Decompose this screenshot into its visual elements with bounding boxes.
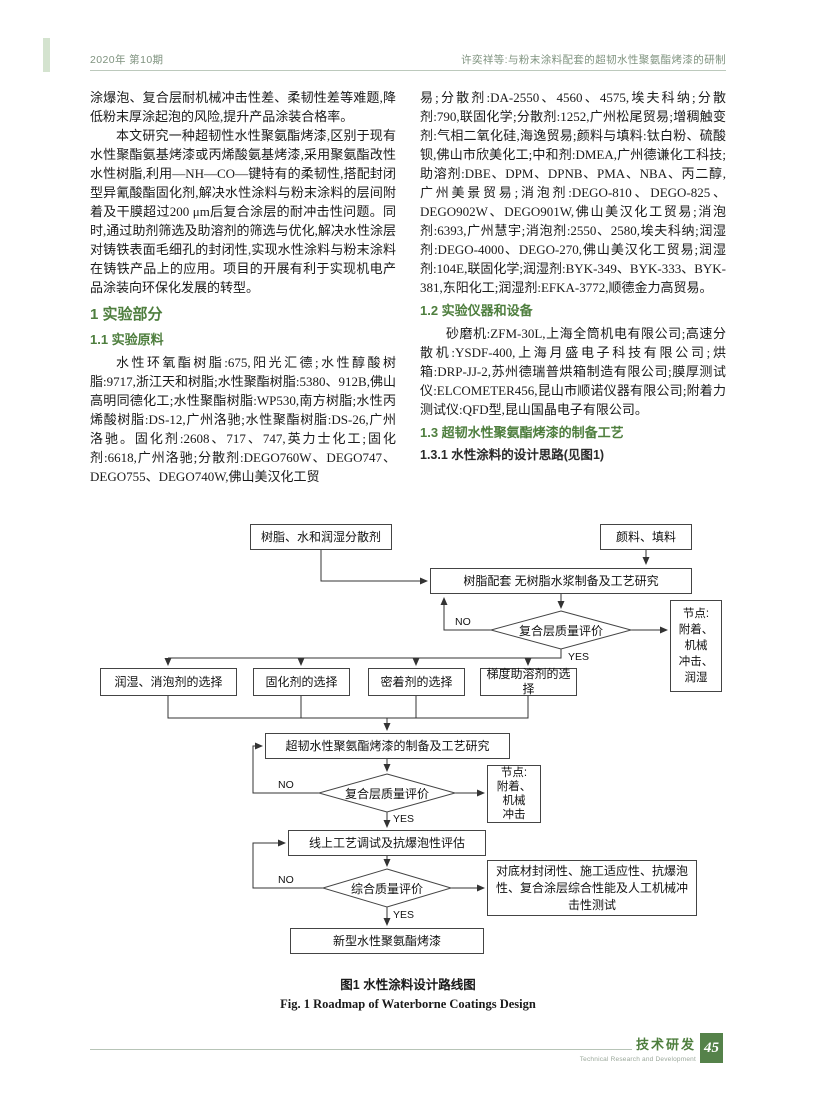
article-body: 涂爆泡、复合层耐机械冲击性差、柔韧性差等难题,降低粉末厚涂起泡的风险,提升产品涂… [90,88,726,520]
paragraph-continuation: 涂爆泡、复合层耐机械冲击性差、柔韧性差等难题,降低粉末厚涂起泡的风险,提升产品涂… [90,90,396,124]
paragraph-raw-materials-cont: 易;分散剂:DA-2550、4560、4575,埃夫科纳;分散剂:790,联固化… [420,90,726,295]
paragraph-instruments: 砂磨机:ZFM-30L,上海全筒机电有限公司;高速分散机:YSDF-400,上海… [420,326,726,417]
figure-caption-en: Fig. 1 Roadmap of Waterborne Coatings De… [280,997,536,1011]
flow-box-select-cosolvent: 梯度助溶剂的选择 [480,667,577,696]
decision-diamond-quality1 [489,610,633,650]
flow-box-select-adhesion: 密着剂的选择 [368,668,465,696]
flow-decision-quality2-label: 复合层质量评价 [344,786,429,801]
flow-box-preparation: 超韧水性聚氨酯烤漆的制备及工艺研究 [265,733,510,759]
section-heading-1-1: 1.1 实验原料 [90,332,164,347]
footer-section-zh: 技术研发 [635,1037,696,1052]
flow-label-no-2: NO [278,779,294,791]
flow-label-no-1: NO [455,616,471,628]
flowchart-figure-1: 树脂、水和润湿分散剂 颜料、填料 树脂配套 无树脂水浆制备及工艺研究 节点: 附… [0,518,816,970]
page-number-badge: 45 [700,1033,723,1063]
flow-box-select-wetting: 润湿、消泡剂的选择 [100,668,237,696]
flow-decision-quality1-label: 复合层质量评价 [518,623,603,638]
paragraph-intro: 本文研究一种超韧性水性聚氨酯烤漆,区别于现有水性聚酯氨基烤漆或丙烯酸氨基烤漆,采… [90,128,396,295]
section-heading-1-2: 1.2 实验仪器和设备 [420,303,533,318]
flow-label-no-3: NO [278,874,294,886]
running-header-title: 许奕祥等:与粉末涂料配套的超韧水性聚氨酯烤漆的研制 [461,54,726,66]
flow-box-final-test: 对底材封闭性、施工适应性、抗爆泡性、复合涂层综合性能及人工机械冲击性测试 [487,860,697,916]
flow-label-yes-3: YES [393,909,415,921]
left-column: 涂爆泡、复合层耐机械冲击性差、柔韧性差等难题,降低粉末厚涂起泡的风险,提升产品涂… [90,88,396,520]
flow-box-materials: 树脂、水和润湿分散剂 [250,524,392,550]
flow-label-yes-1: YES [568,651,590,663]
footer-section-en: Technical Research and Development [579,1056,696,1063]
section-heading-1: 1 实验部分 [90,306,163,323]
decision-diamond-quality3 [321,868,453,908]
paragraph-raw-materials: 水性环氧酯树脂:675,阳光汇德;水性醇酸树脂:9717,浙江天和树脂;水性聚酯… [90,355,396,484]
flow-box-checkpoint-1: 节点: 附着、 机械 冲击、 润湿 [670,600,722,692]
flow-box-checkpoint-2: 节点: 附着、 机械 冲击 [487,765,541,823]
flow-box-select-curing: 固化剂的选择 [253,668,350,696]
running-header-issue: 2020年 第10期 [90,54,164,66]
flow-box-pigments: 颜料、填料 [600,524,692,550]
margin-accent-bar [43,38,50,72]
decision-diamond-quality2 [317,773,457,813]
section-heading-1-3-1: 1.3.1 水性涂料的设计思路(见图1) [420,448,605,462]
flow-decision-quality3-label: 综合质量评价 [350,881,423,896]
flowchart-connectors [164,550,668,926]
flow-box-resin-matching: 树脂配套 无树脂水浆制备及工艺研究 [430,568,692,594]
flow-box-product: 新型水性聚氨酯烤漆 [290,928,484,954]
header-divider [90,70,726,71]
section-heading-1-3: 1.3 超韧水性聚氨酯烤漆的制备工艺 [420,425,624,440]
right-column: 易;分散剂:DA-2550、4560、4575,埃夫科纳;分散剂:790,联固化… [420,88,726,520]
flow-label-yes-2: YES [393,813,415,825]
footer-divider [90,1049,632,1050]
figure-caption-zh: 图1 水性涂料设计路线图 [340,978,476,992]
figure-caption: 图1 水性涂料设计路线图 Fig. 1 Roadmap of Waterborn… [0,974,816,1012]
footer-section: 技术研发 Technical Research and Development [580,1034,696,1063]
flow-box-online-test: 线上工艺调试及抗爆泡性评估 [288,830,486,856]
